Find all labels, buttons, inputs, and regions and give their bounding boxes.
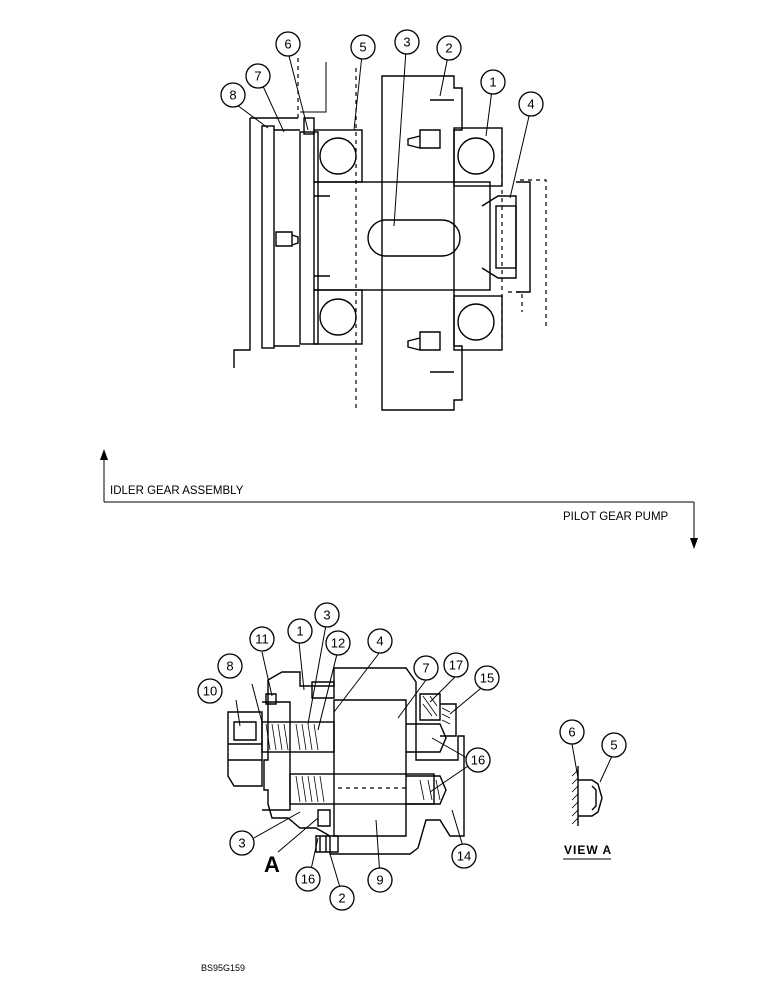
callout-15: 16 [465, 747, 491, 773]
svg-text:8: 8 [229, 88, 236, 103]
callout-17: 17 [443, 652, 469, 678]
callout-3-bottom: 3 [229, 830, 255, 856]
view-a-letter: A [264, 852, 280, 877]
svg-text:11: 11 [255, 632, 269, 647]
view-a-callouts: 6 5 [559, 719, 627, 758]
callout-4: 4 [367, 628, 393, 654]
callout-8: 8 [220, 82, 246, 108]
view-a-detail [571, 743, 613, 826]
svg-text:5: 5 [610, 738, 617, 753]
callout-1: 1 [287, 618, 313, 644]
svg-text:16: 16 [301, 872, 315, 887]
callout-3: 3 [394, 29, 420, 55]
svg-text:5: 5 [359, 40, 366, 55]
callout-2: 2 [329, 885, 355, 911]
svg-text:12: 12 [331, 636, 345, 651]
callout-14: 15 [474, 665, 500, 691]
view-a-caption: VIEW A [564, 843, 612, 857]
callout-7: 7 [413, 655, 439, 681]
svg-text:4: 4 [527, 97, 534, 112]
drawing-code: BS95G159 [201, 963, 245, 973]
svg-text:1: 1 [489, 75, 496, 90]
callout-6: 6 [559, 719, 585, 745]
callout-16: 16 [295, 866, 321, 892]
svg-text:9: 9 [376, 873, 383, 888]
callout-4: 4 [518, 91, 544, 117]
svg-text:10: 10 [203, 684, 217, 699]
section-divider [100, 449, 698, 549]
callout-1: 1 [480, 69, 506, 95]
callout-6: 6 [275, 31, 301, 57]
svg-text:7: 7 [254, 69, 261, 84]
idler-callouts: 8 7 6 5 3 2 1 4 [220, 29, 544, 117]
callout-9: 9 [367, 867, 393, 893]
callout-5: 5 [350, 34, 376, 60]
callout-12: 12 [325, 630, 351, 656]
svg-text:7: 7 [422, 661, 429, 676]
svg-text:6: 6 [284, 37, 291, 52]
idler-gear-assembly-drawing [233, 58, 547, 411]
svg-text:17: 17 [449, 658, 463, 673]
svg-text:1: 1 [296, 624, 303, 639]
svg-text:6: 6 [568, 725, 575, 740]
svg-text:2: 2 [338, 891, 345, 906]
svg-text:4: 4 [376, 634, 383, 649]
svg-text:3: 3 [403, 35, 410, 50]
svg-text:3: 3 [238, 836, 245, 851]
svg-text:8: 8 [226, 659, 233, 674]
svg-text:15: 15 [480, 671, 494, 686]
svg-text:3: 3 [323, 608, 330, 623]
callout-13: 14 [451, 843, 477, 869]
svg-text:2: 2 [445, 41, 452, 56]
svg-text:14: 14 [457, 849, 471, 864]
callout-5: 5 [601, 732, 627, 758]
callout-2: 2 [436, 35, 462, 61]
callout-8: 8 [217, 653, 243, 679]
section-label-pump: PILOT GEAR PUMP [563, 511, 669, 523]
svg-text:16: 16 [471, 753, 485, 768]
idler-leaders [232, 49, 531, 227]
callout-3-top: 3 [314, 602, 340, 628]
section-label-idler: IDLER GEAR ASSEMBLY [110, 485, 244, 497]
callout-10: 10 [197, 678, 223, 704]
pump-callouts: 11 1 3 12 4 7 17 15 16 8 10 3 16 2 9 14 [197, 602, 500, 911]
callout-11: 11 [249, 626, 275, 652]
callout-7: 7 [245, 63, 271, 89]
